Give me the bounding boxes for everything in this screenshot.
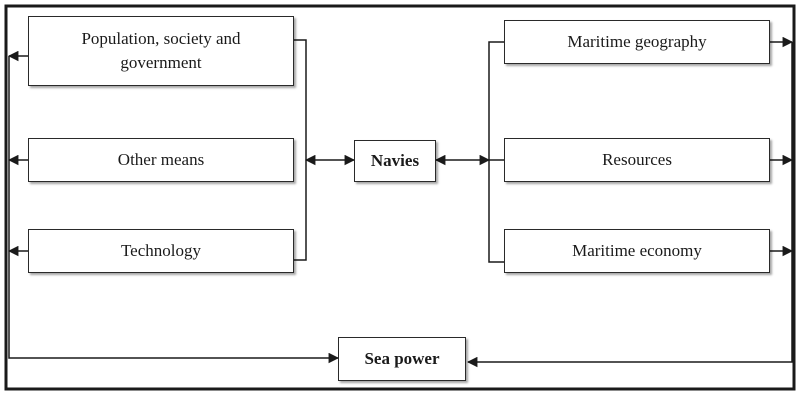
box-navies-label: Navies <box>370 151 420 170</box>
left-bracket <box>294 39 307 261</box>
right-bracket <box>488 41 504 263</box>
box-resources: Resources <box>504 138 770 182</box>
right-to-seapower <box>466 42 793 368</box>
box-resources-label: Resources <box>602 150 672 169</box>
box-other-means-label: Other means <box>117 150 205 169</box>
box-population-society-government: Population, society and government <box>28 16 294 86</box>
box-technology-label: Technology <box>120 241 201 260</box>
box-population-society-government-label: Population, society and government <box>81 29 241 72</box>
box-maritime-economy: Maritime economy <box>504 229 770 273</box>
box-maritime-economy-label: Maritime economy <box>572 241 702 260</box>
box-other-means: Other means <box>28 138 294 182</box>
box-technology: Technology <box>28 229 294 273</box>
box-maritime-geography-label: Maritime geography <box>567 32 707 51</box>
left-to-seapower <box>8 56 340 364</box>
outer-frame <box>4 4 796 391</box>
box-sea-power-label: Sea power <box>364 349 440 368</box>
box-navies: Navies <box>354 140 436 182</box>
box-maritime-geography: Maritime geography <box>504 20 770 64</box>
box-sea-power: Sea power <box>338 337 466 381</box>
